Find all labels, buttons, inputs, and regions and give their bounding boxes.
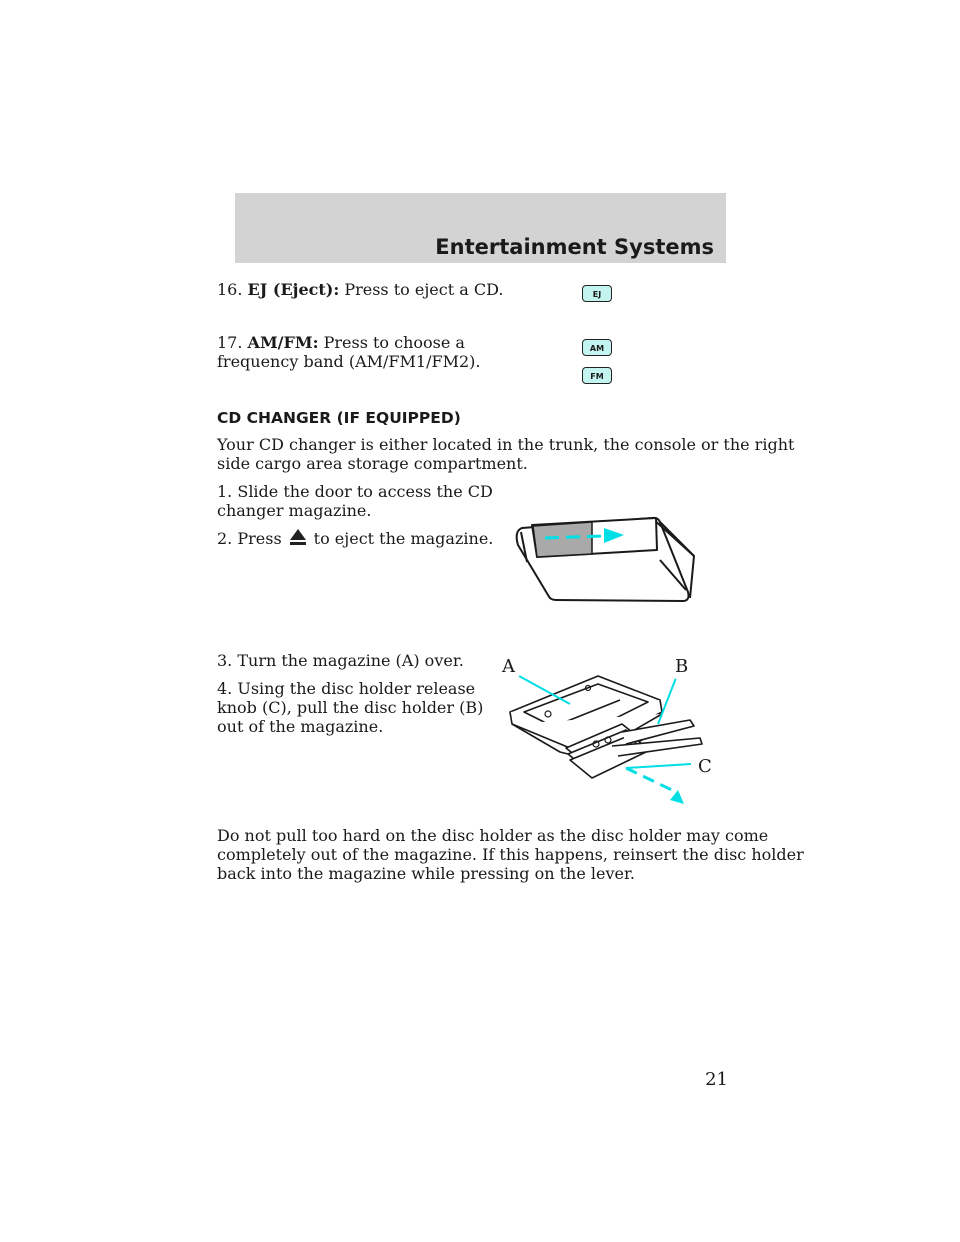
step4-line3: out of the magazine. [217,717,384,736]
item-amfm: 17. AM/FM: Press to choose a [217,333,465,352]
am-button-icon: AM [582,339,612,356]
callout-b: B [675,656,689,677]
warning-line3: back into the magazine while pressing on… [217,864,635,883]
page-number: 21 [705,1069,728,1090]
intro-line1: Your CD changer is either located in the… [217,435,795,454]
step2: 2. Press to eject the magazine. [217,529,493,548]
step3: 3. Turn the magazine (A) over. [217,651,464,670]
section-heading: CD CHANGER (IF EQUIPPED) [217,409,461,427]
item-label: EJ (Eject): [247,280,340,299]
step2-text-after: to eject the magazine. [313,529,494,548]
step1-line1: 1. Slide the door to access the CD [217,482,493,501]
item-text: Press to eject a CD. [344,280,504,299]
section-header-band: Entertainment Systems [235,193,726,263]
step4-line2: knob (C), pull the disc holder (B) [217,698,484,717]
item-label: AM/FM: [247,333,319,352]
item-number: 17. [217,333,243,352]
callout-a: A [502,656,515,677]
warning-line1: Do not pull too hard on the disc holder … [217,826,769,845]
item-text: Press to choose a [323,333,465,352]
item-amfm-line2: frequency band (AM/FM1/FM2). [217,352,481,371]
step2-text-before: 2. Press [217,529,282,548]
eject-icon [288,529,308,545]
section-title: Entertainment Systems [435,235,714,259]
item-eject: 16. EJ (Eject): Press to eject a CD. [217,280,503,299]
item-number: 16. [217,280,243,299]
fm-button-icon: FM [582,367,612,384]
callout-c: C [698,756,712,777]
step4-line1: 4. Using the disc holder release [217,679,476,698]
warning-line2: completely out of the magazine. If this … [217,845,804,864]
eject-button-icon: EJ [582,285,612,302]
intro-line2: side cargo area storage compartment. [217,454,528,473]
step1-line2: changer magazine. [217,501,372,520]
